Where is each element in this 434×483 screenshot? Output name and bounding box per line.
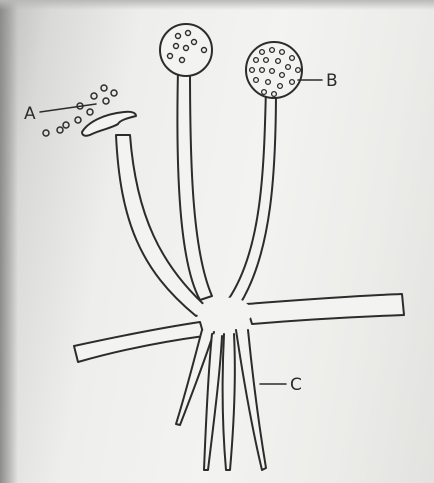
rhizoid-3 xyxy=(223,334,235,470)
stolon-left xyxy=(74,322,204,362)
sporangiophore-middle xyxy=(177,70,212,300)
rhizoid-4 xyxy=(236,330,266,470)
node-junction xyxy=(196,298,254,330)
stolon-right xyxy=(246,294,404,324)
sporangiophore-b xyxy=(228,88,276,304)
label-b: B xyxy=(326,71,338,91)
label-a: A xyxy=(24,104,36,124)
label-c: C xyxy=(290,375,302,395)
